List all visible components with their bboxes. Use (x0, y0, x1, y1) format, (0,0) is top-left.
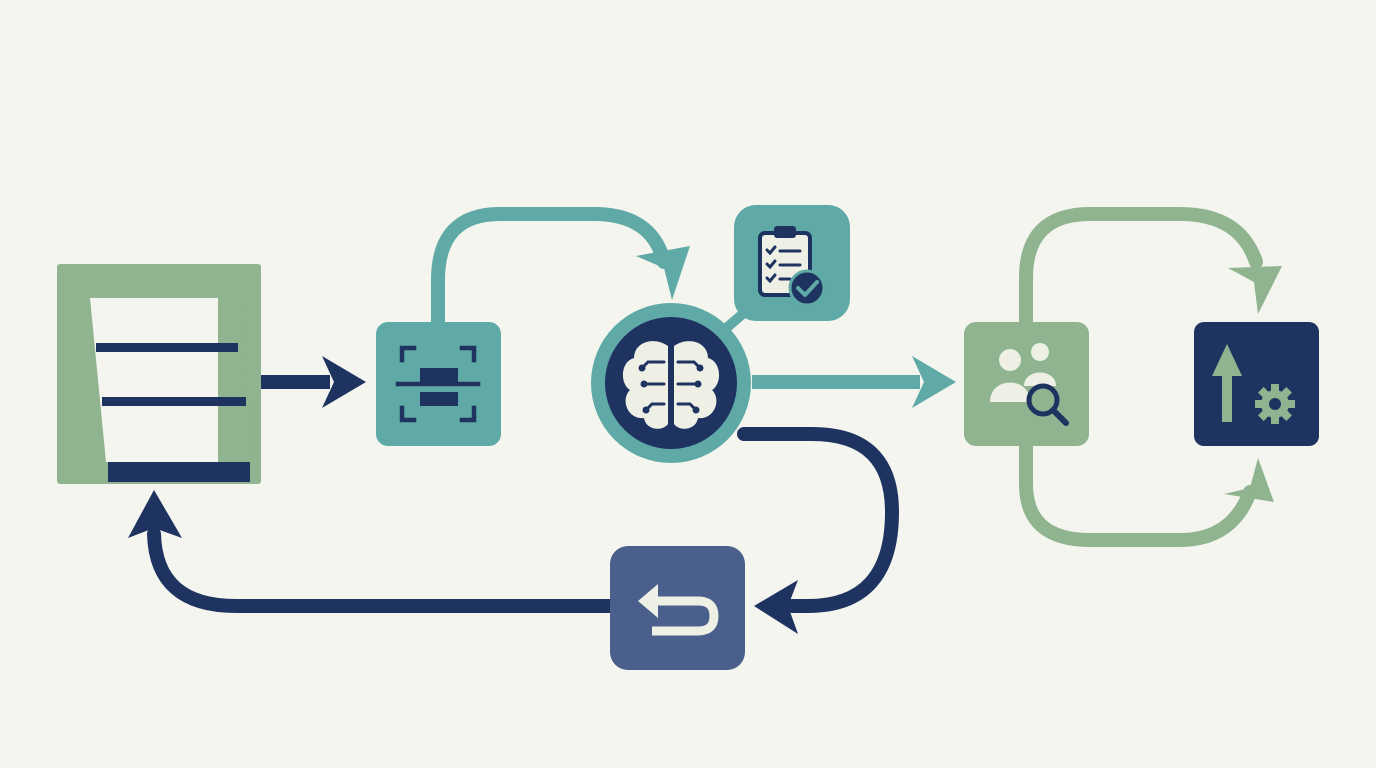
edge-user-search-to-upgrade-bottom (1019, 439, 1274, 547)
scanner-node (376, 322, 501, 446)
document-icon (90, 298, 254, 482)
users-search-icon (990, 343, 1069, 426)
edge-scanner-to-brain (431, 207, 690, 329)
clipboard-check-icon (758, 226, 826, 307)
checklist-node (734, 205, 850, 321)
upgrade-settings-node (1194, 322, 1319, 446)
scan-icon (395, 345, 481, 423)
return-node (610, 546, 745, 670)
edge-return-to-document (128, 490, 619, 613)
edge-document-to-scanner (252, 356, 366, 408)
return-arrow-icon (638, 584, 719, 636)
ai-brain-node (591, 303, 751, 463)
user-search-node (964, 322, 1089, 446)
edge-brain-to-return (737, 427, 900, 634)
brain-circuit-icon (622, 341, 720, 429)
document-node (57, 264, 261, 484)
edge-brain-to-user-search (752, 356, 956, 408)
edge-user-search-to-upgrade-top (1019, 207, 1282, 329)
arrow-up-gear-icon (1212, 344, 1295, 424)
